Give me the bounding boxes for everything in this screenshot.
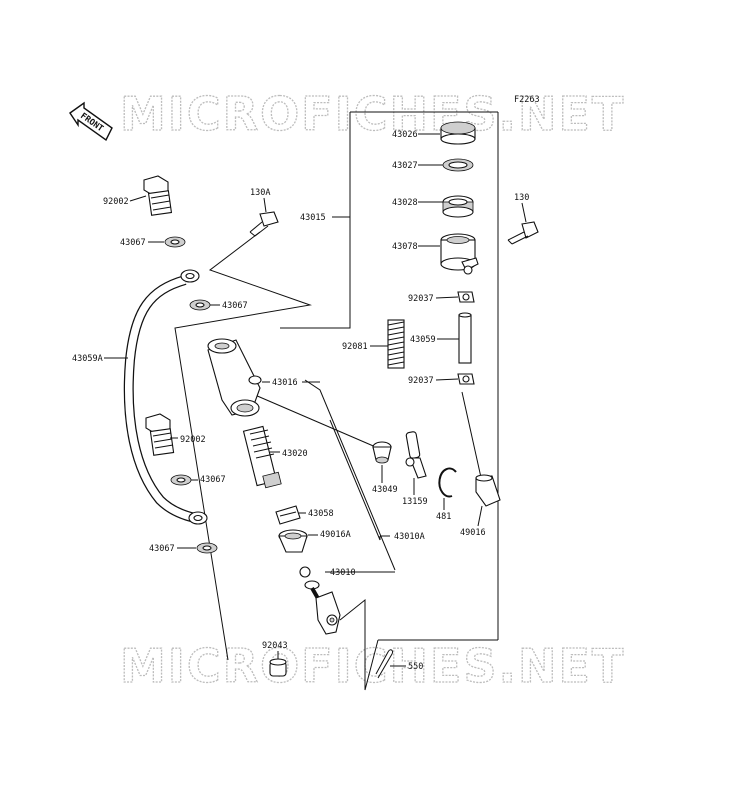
assembly-bracket-lines bbox=[174, 111, 499, 691]
label-130: 130 bbox=[514, 193, 529, 203]
label-43078: 43078 bbox=[392, 242, 418, 252]
label-43015: 43015 bbox=[300, 213, 326, 223]
clamp-92037-lower bbox=[457, 373, 475, 385]
label-43059: 43059 bbox=[410, 335, 436, 345]
label-550: 550 bbox=[408, 662, 423, 672]
label-43010a: 43010A bbox=[394, 532, 425, 542]
master-cylinder-body-43016 bbox=[207, 338, 262, 417]
label-92037-upper: 92037 bbox=[408, 294, 434, 304]
reservoir-43078 bbox=[440, 233, 479, 275]
diaphragm-plate-43027 bbox=[442, 158, 474, 172]
label-43049: 43049 bbox=[372, 485, 398, 495]
label-92037-lower: 92037 bbox=[408, 376, 434, 386]
label-43027: 43027 bbox=[392, 161, 418, 171]
label-43020: 43020 bbox=[282, 449, 308, 459]
diaphragm-43028 bbox=[442, 195, 474, 218]
figure-code: F2263 bbox=[514, 95, 540, 105]
fitting-13159 bbox=[405, 431, 427, 479]
grommet-43049 bbox=[372, 441, 392, 464]
label-49016a: 49016A bbox=[320, 530, 351, 540]
dust-boot-49016a bbox=[278, 529, 308, 553]
label-43058: 43058 bbox=[308, 509, 334, 519]
clamp-92037-upper bbox=[457, 291, 475, 303]
label-43028: 43028 bbox=[392, 198, 418, 208]
label-92043: 92043 bbox=[262, 641, 288, 651]
spring-92081 bbox=[387, 319, 405, 369]
boot-49016 bbox=[475, 474, 501, 507]
hose-43059 bbox=[458, 312, 472, 364]
label-43067-a: 43067 bbox=[120, 238, 146, 248]
front-arrow-icon: FRONT bbox=[69, 101, 113, 142]
label-481: 481 bbox=[436, 512, 451, 522]
label-43010: 43010 bbox=[330, 568, 356, 578]
banjo-bolt-92002-lower bbox=[145, 413, 175, 456]
pin-92043 bbox=[269, 658, 287, 677]
washer-43067-b bbox=[189, 299, 211, 311]
washer-43067-c bbox=[170, 474, 192, 486]
label-130a: 130A bbox=[250, 188, 270, 198]
reservoir-cap-43026 bbox=[440, 121, 476, 145]
label-13159: 13159 bbox=[402, 497, 428, 507]
label-43026: 43026 bbox=[392, 130, 418, 140]
label-92002-upper: 92002 bbox=[103, 197, 129, 207]
label-43067-d: 43067 bbox=[149, 544, 175, 554]
washer-43067-a bbox=[164, 236, 186, 248]
watermark-top: MICROFICHES.NET bbox=[120, 87, 625, 141]
push-rod-43010 bbox=[299, 566, 341, 635]
banjo-bolt-92002-upper bbox=[143, 175, 173, 216]
cotter-pin-550 bbox=[375, 649, 393, 679]
part-labels: 43026 43027 43028 43078 130 130A 43015 9… bbox=[72, 130, 529, 672]
label-43016: 43016 bbox=[272, 378, 298, 388]
brake-hose-43059a bbox=[123, 269, 208, 525]
label-49016: 49016 bbox=[460, 528, 486, 538]
label-43067-c: 43067 bbox=[200, 475, 226, 485]
o-ring-481 bbox=[438, 467, 457, 498]
watermark-bottom: MICROFICHES.NET bbox=[120, 639, 625, 693]
label-43059a: 43059A bbox=[72, 354, 103, 364]
label-92081: 92081 bbox=[342, 342, 368, 352]
label-43067-b: 43067 bbox=[222, 301, 248, 311]
bolt-130 bbox=[507, 221, 539, 245]
circlip-43058 bbox=[275, 505, 301, 525]
washer-43067-d bbox=[196, 542, 218, 554]
piston-43020 bbox=[242, 425, 282, 489]
label-92002-lower: 92002 bbox=[180, 435, 206, 445]
bolt-130a bbox=[249, 211, 279, 237]
